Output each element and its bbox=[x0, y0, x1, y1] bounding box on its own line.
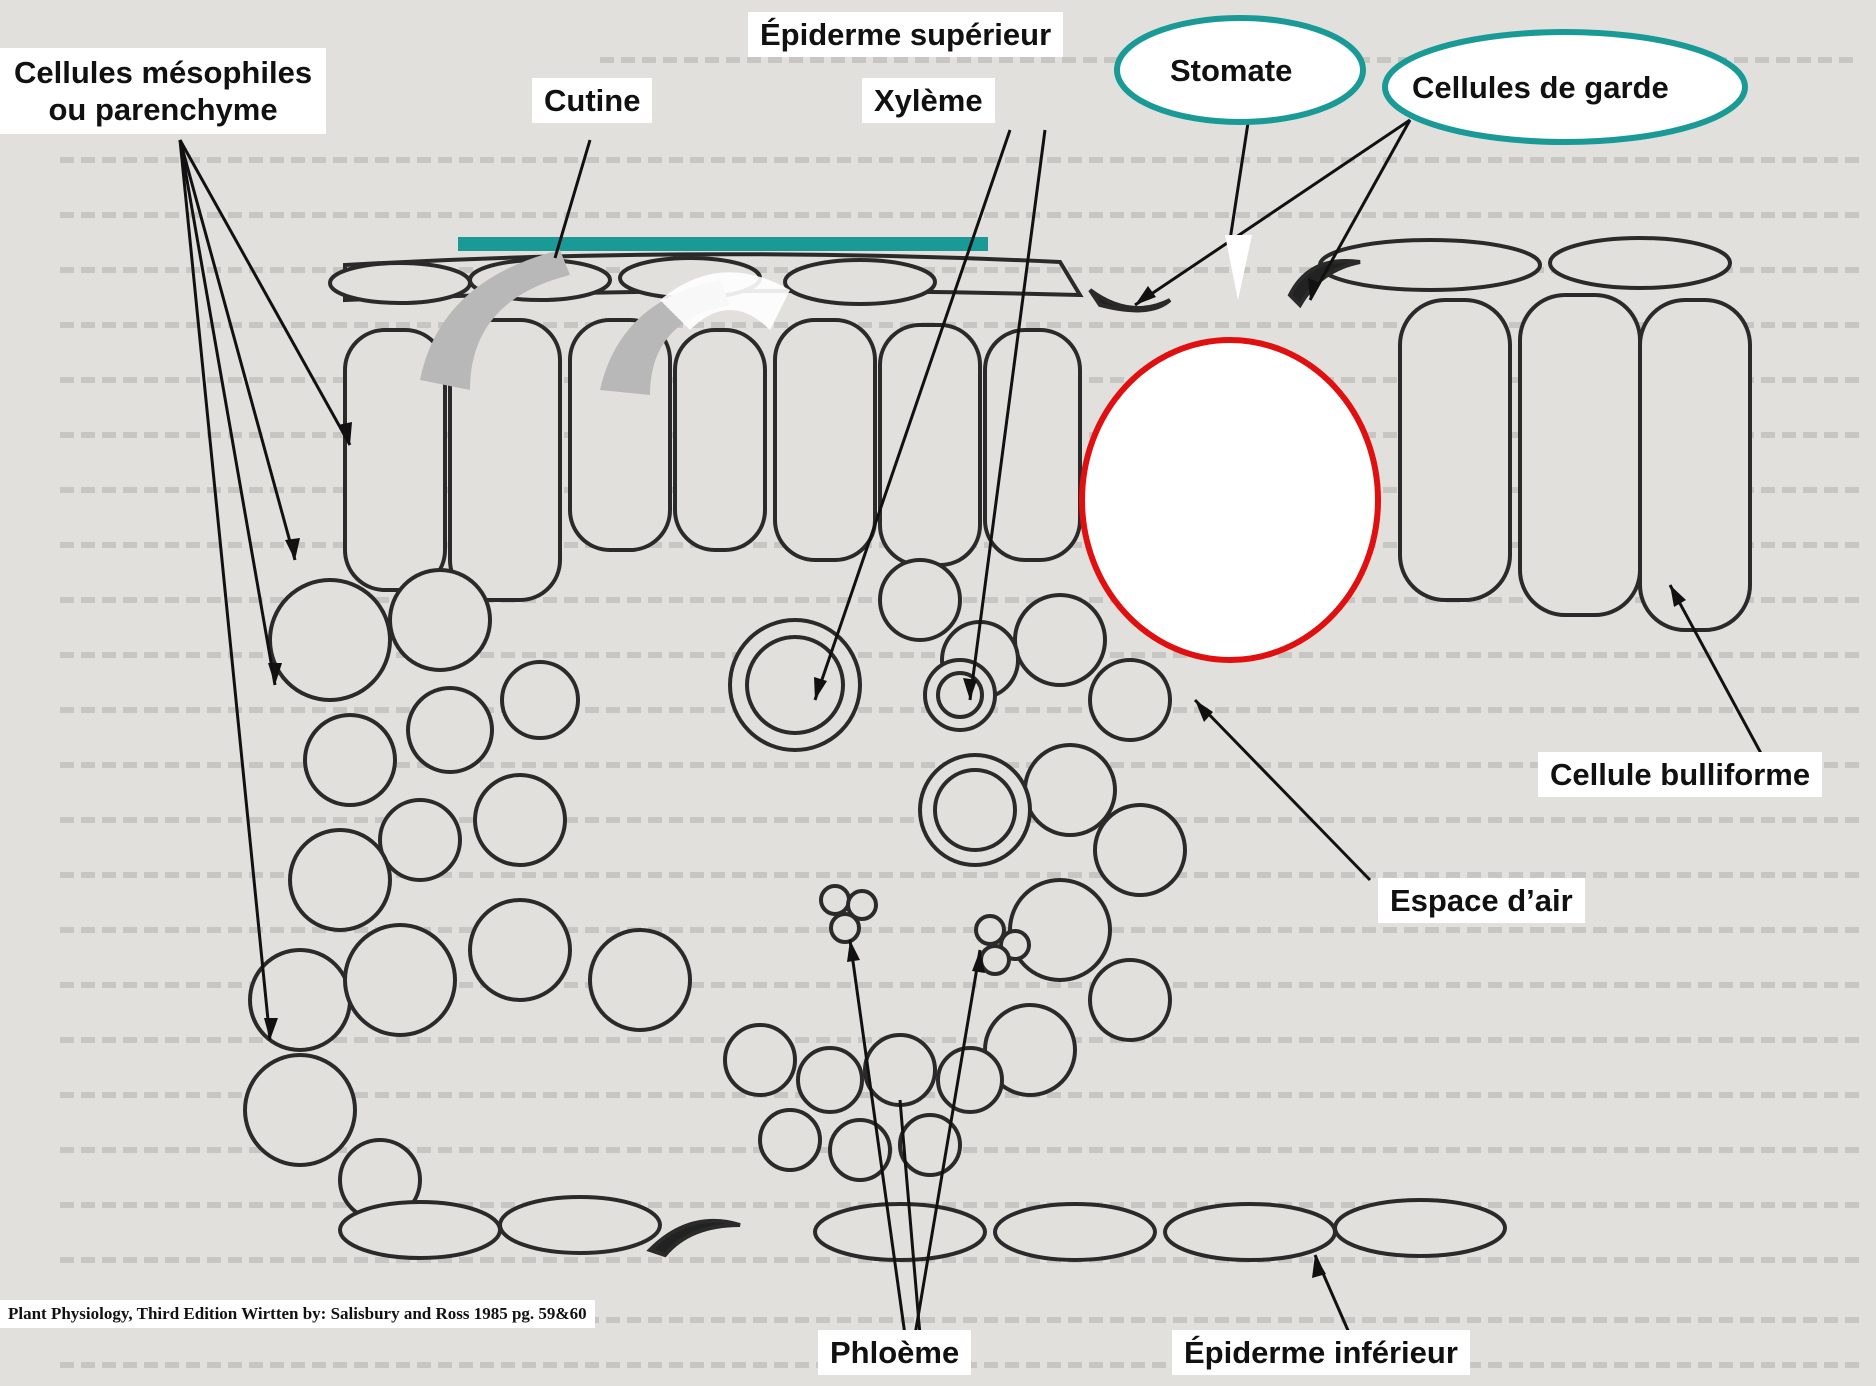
epidermis-cell bbox=[1550, 238, 1730, 288]
mesophyll-cell bbox=[470, 900, 570, 1000]
mesophyll-cell bbox=[408, 688, 492, 772]
mesophyll-cell bbox=[305, 715, 395, 805]
mesophyll-cell bbox=[502, 662, 578, 738]
air-space-circle bbox=[1082, 340, 1378, 660]
xylem-vessel bbox=[747, 637, 843, 733]
lower-epidermis-cell bbox=[500, 1197, 660, 1253]
label-stomate: Stomate bbox=[1158, 48, 1304, 93]
label-cutine: Cutine bbox=[532, 78, 652, 123]
mesophyll-cell bbox=[475, 775, 565, 865]
lower-epidermis-cell bbox=[995, 1204, 1155, 1260]
arrowhead bbox=[1135, 286, 1156, 305]
mesophyll-cell bbox=[775, 320, 875, 560]
bundle-cell bbox=[938, 1048, 1002, 1112]
label-xyleme: Xylème bbox=[862, 78, 995, 123]
lower-guard-cell bbox=[650, 1221, 740, 1255]
mesophyll-cell bbox=[390, 570, 490, 670]
mesophyll-cell bbox=[270, 580, 390, 700]
label-epiderme-inferieur: Épiderme inférieur bbox=[1172, 1330, 1470, 1375]
mesophyll-cell bbox=[1015, 595, 1105, 685]
epidermis-cell bbox=[785, 260, 935, 304]
label-mesophyll: Cellules mésophiles ou parenchyme bbox=[0, 48, 326, 134]
bulliform-cell bbox=[1400, 300, 1510, 600]
mesophyll-cell bbox=[345, 925, 455, 1035]
bundle-cell bbox=[725, 1025, 795, 1095]
label-cellules-de-garde: Cellules de garde bbox=[1400, 65, 1681, 110]
bundle-cell bbox=[865, 1035, 935, 1105]
arrow-mesophyll-2 bbox=[180, 140, 295, 560]
mesophyll-cell bbox=[1025, 745, 1115, 835]
arrow-air-space bbox=[1195, 700, 1370, 880]
bundle-cell bbox=[760, 1110, 820, 1170]
mesophyll-cell bbox=[1095, 805, 1185, 895]
phloem-cell bbox=[831, 914, 859, 942]
epidermis-cell bbox=[330, 263, 470, 303]
arrow-stomate bbox=[1230, 110, 1250, 240]
lower-epidermis-cell bbox=[815, 1204, 985, 1260]
cell-drawing bbox=[245, 238, 1750, 1260]
source-credit: Plant Physiology, Third Edition Wirtten … bbox=[0, 1300, 595, 1328]
mesophyll-cell bbox=[590, 930, 690, 1030]
mesophyll-cell bbox=[1010, 880, 1110, 980]
mesophyll-cell bbox=[245, 1055, 355, 1165]
label-espace-air: Espace d’air bbox=[1378, 878, 1585, 923]
phloem-cell bbox=[821, 886, 849, 914]
bulliform-cell bbox=[1520, 295, 1640, 615]
label-cellule-bulliforme: Cellule bulliforme bbox=[1538, 752, 1822, 797]
label-phloeme: Phloème bbox=[818, 1330, 971, 1375]
arrowhead bbox=[285, 538, 300, 560]
xylem-vessel bbox=[938, 673, 982, 717]
mesophyll-cell bbox=[985, 330, 1080, 560]
phloem-cell bbox=[976, 916, 1004, 944]
label-epiderme-superieur: Épiderme supérieur bbox=[748, 12, 1063, 57]
lower-epidermis-cell bbox=[340, 1202, 500, 1258]
mesophyll-cell bbox=[675, 330, 765, 550]
phloem-cell bbox=[981, 946, 1009, 974]
xylem-vessel bbox=[935, 770, 1015, 850]
bulliform-cell bbox=[1640, 300, 1750, 630]
bundle-cell bbox=[798, 1048, 862, 1112]
lower-epidermis-cell bbox=[1335, 1200, 1505, 1256]
guard-cell bbox=[1090, 290, 1170, 310]
mesophyll-cell bbox=[290, 830, 390, 930]
mesophyll-cell bbox=[380, 800, 460, 880]
mesophyll-cell bbox=[1090, 960, 1170, 1040]
mesophyll-cell bbox=[880, 560, 960, 640]
lower-epidermis-cell bbox=[1165, 1204, 1335, 1260]
mesophyll-cell bbox=[1090, 660, 1170, 740]
